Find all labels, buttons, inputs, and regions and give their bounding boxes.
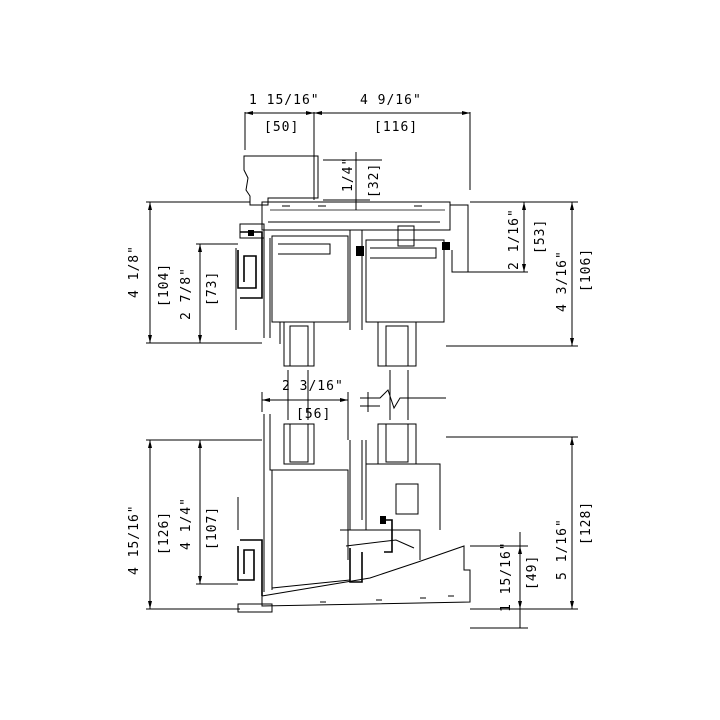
right-dimension-lower-group: 5 1/16" [128] 1 15/16" [49]: [446, 436, 594, 629]
dim-middle-mm: [56]: [296, 407, 331, 422]
dim-left-overall-upper-in: 4 1/8": [127, 245, 142, 298]
middle-dimension-group: 2 3/16" [56]: [261, 379, 349, 440]
dim-top-left-mm: [50]: [264, 120, 299, 135]
dim-right-overall-lower-in: 5 1/16": [555, 518, 570, 580]
dim-left-inner-lower-mm: [107]: [205, 506, 220, 550]
dim-top-right-mm: [116]: [374, 120, 418, 135]
dim-head-mm: [32]: [367, 163, 382, 198]
dim-top-left-in: 1 15/16": [249, 93, 320, 108]
center-mullion: [349, 230, 363, 530]
upper-sash-right: [356, 239, 445, 367]
lower-sash-left: [263, 414, 349, 592]
dim-right-sill-mm: [49]: [525, 555, 540, 590]
left-dimension-upper-group: 4 1/8" [104] 2 7/8" [73]: [127, 201, 262, 344]
dim-left-overall-upper-mm: [104]: [157, 263, 172, 307]
right-dimension-upper-group: 2 1/16" [53] 4 3/16" [106]: [446, 201, 594, 347]
dim-right-upper-mm: [53]: [533, 219, 548, 254]
left-jamb-upper: [237, 223, 271, 338]
dim-right-upper-in: 2 1/16": [507, 208, 522, 270]
dim-left-inner-upper-mm: [73]: [205, 271, 220, 306]
dim-right-overall-upper-in: 4 3/16": [555, 250, 570, 312]
dim-right-overall-upper-mm: [106]: [579, 248, 594, 292]
dim-head-in: 1/4": [341, 157, 356, 192]
upper-sash-left: [271, 235, 349, 367]
left-dimension-lower-group: 4 15/16" [126] 4 1/4" [107]: [127, 439, 262, 610]
dim-middle-in: 2 3/16": [282, 379, 344, 394]
head-dimension-group: 1/4" [32]: [323, 152, 382, 210]
head-frame: [243, 155, 469, 273]
left-jamb-lower: [237, 539, 263, 596]
top-dimension-group: 1 15/16" [50] 4 9/16" [116]: [244, 93, 471, 200]
break-lines: [287, 370, 446, 420]
dim-left-inner-lower-in: 4 1/4": [179, 497, 194, 550]
sill: [237, 516, 471, 613]
dim-left-overall-lower-in: 4 15/16": [127, 504, 142, 575]
dim-top-right-in: 4 9/16": [360, 93, 422, 108]
dim-left-overall-lower-mm: [126]: [157, 511, 172, 555]
dim-right-overall-lower-mm: [128]: [579, 501, 594, 545]
dim-right-sill-in: 1 15/16": [499, 541, 514, 612]
dim-left-inner-upper-in: 2 7/8": [179, 267, 194, 320]
lower-sash-right: [365, 423, 441, 530]
